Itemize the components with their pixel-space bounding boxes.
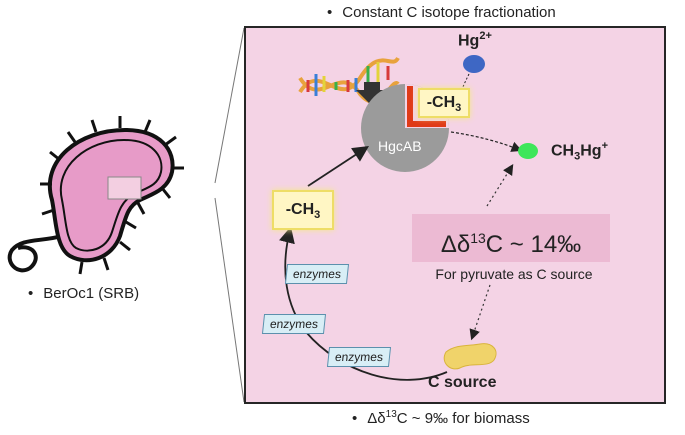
bacterium-cell	[7, 116, 184, 275]
methyl-transfer-arrow	[307, 146, 370, 187]
isotope-link-upper	[486, 163, 514, 207]
expression-arrow	[356, 82, 388, 106]
methyl-group-free: -CH3	[272, 190, 334, 230]
methylmercury-label: CH3Hg+	[551, 140, 608, 163]
isotope-link-lower	[469, 284, 491, 341]
flagellum	[7, 234, 63, 273]
fractionation-note: For pyruvate as C source	[435, 266, 593, 282]
pili	[40, 116, 184, 275]
bottom-caption: Δδ13C ~ 9‰ for biomass	[352, 409, 529, 427]
c-source-label: C source	[428, 374, 497, 391]
methylmercury-icon	[518, 143, 538, 159]
hgcab-label: HgcAB	[378, 138, 422, 154]
top-caption: Constant C isotope fractionation	[327, 4, 555, 21]
zoom-line-bottom	[214, 197, 245, 403]
c-source-icon	[443, 343, 497, 370]
enzyme-tag: enzymes	[326, 347, 392, 367]
enzyme-tag: enzymes	[284, 264, 350, 284]
hg-ion-icon	[463, 55, 485, 73]
fractionation-value: Δδ13C ~ 14‰	[412, 214, 610, 262]
methyl-group-bound: -CH3	[418, 88, 470, 118]
zoom-region	[107, 176, 142, 200]
hg-label: Hg2+	[458, 30, 492, 50]
zoom-line-top	[214, 27, 245, 184]
methylation-arrow	[450, 131, 523, 152]
organism-caption: BerOc1 (SRB)	[28, 285, 139, 302]
enzyme-tag: enzymes	[261, 314, 327, 334]
